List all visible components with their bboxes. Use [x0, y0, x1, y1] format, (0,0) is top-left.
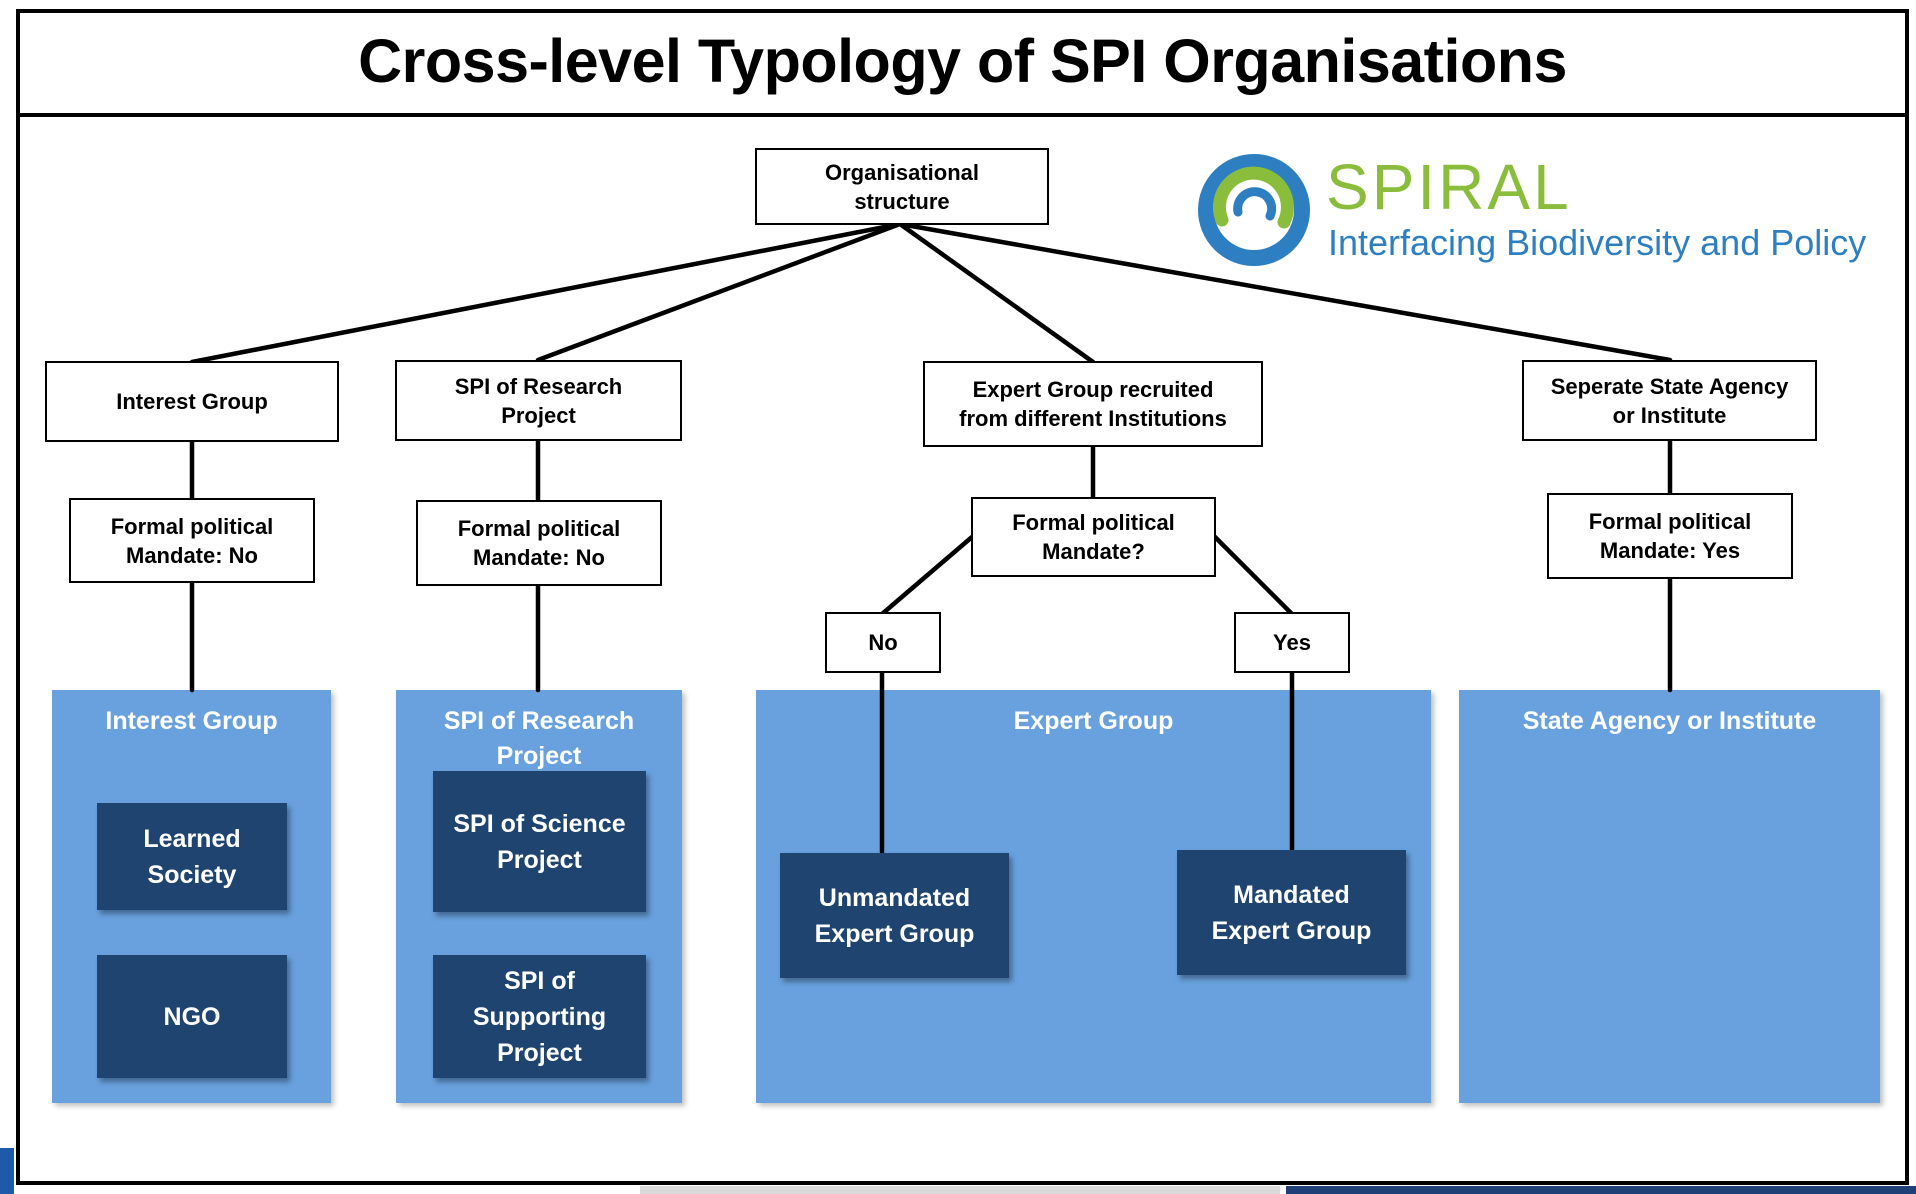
slide-edge-left	[0, 1148, 14, 1194]
node-expert-group: Expert Group recruited from different In…	[923, 361, 1263, 447]
item-supporting-project: SPI of Supporting Project	[433, 955, 646, 1078]
slide-edge-bar-grey	[640, 1186, 1280, 1194]
mandate-research-project: Formal political Mandate: No	[416, 500, 662, 586]
title-bar: Cross-level Typology of SPI Organisation…	[16, 9, 1909, 117]
item-learned-society: Learned Society	[97, 803, 287, 910]
item-unmandated-expert-group: Unmandated Expert Group	[780, 853, 1009, 978]
panel-title-interest-group: Interest Group	[105, 707, 278, 735]
page-title: Cross-level Typology of SPI Organisation…	[358, 27, 1567, 95]
decision-yes: Yes	[1234, 612, 1350, 673]
spiral-logo-icon	[1198, 154, 1310, 266]
node-state-agency: Seperate State Agency or Institute	[1522, 360, 1817, 441]
slide-edge-bar-blue	[1286, 1186, 1916, 1194]
mandate-expert-group: Formal political Mandate?	[971, 497, 1216, 577]
panel-state-agency: State Agency or Institute	[1459, 690, 1880, 1103]
panel-title-state-agency: State Agency or Institute	[1522, 707, 1817, 735]
panel-title-research-project: SPI of Research Project	[443, 707, 635, 770]
item-mandated-expert-group: Mandated Expert Group	[1177, 850, 1406, 975]
decision-no: No	[825, 612, 941, 673]
logo-name: SPIRAL	[1326, 151, 1572, 223]
mandate-state-agency: Formal political Mandate: Yes	[1547, 493, 1793, 579]
item-ngo: NGO	[97, 955, 287, 1078]
item-science-project: SPI of Science Project	[433, 771, 646, 912]
node-interest-group: Interest Group	[45, 361, 339, 442]
logo-tagline: Interfacing Biodiversity and Policy	[1328, 222, 1867, 263]
root-node: Organisational structure	[755, 148, 1049, 225]
panel-title-expert-group: Expert Group	[1013, 707, 1174, 735]
node-research-project: SPI of Research Project	[395, 360, 682, 441]
mandate-interest-group: Formal political Mandate: No	[69, 498, 315, 583]
